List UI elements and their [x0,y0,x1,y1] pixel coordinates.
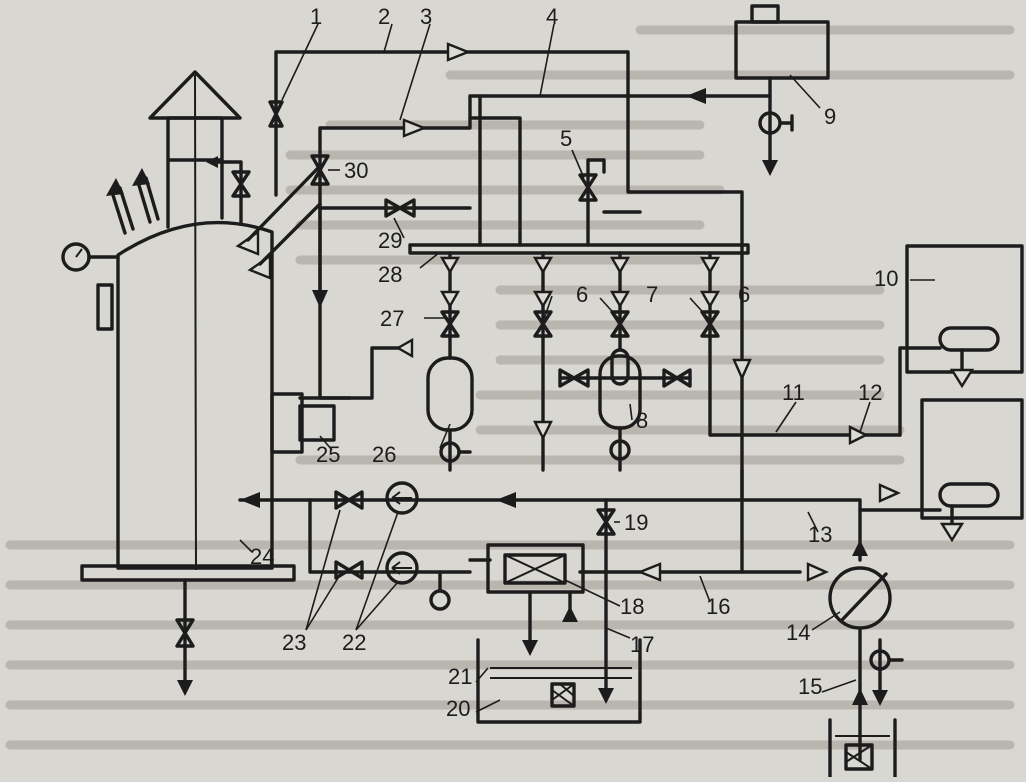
label-11: 11 [782,380,805,405]
label-4: 4 [546,4,558,29]
pump-14 [828,566,904,779]
valve-vent [231,170,251,198]
label-3: 3 [420,4,432,29]
valve-27 [440,310,460,338]
label-22: 22 [342,630,366,655]
label-14: 14 [786,620,810,645]
label-6b: 6 [738,282,750,307]
label-19: 19 [624,510,648,535]
valve-19 [596,508,616,536]
flow-arrows [177,42,901,706]
label-18: 18 [620,594,644,619]
valve-23a [334,490,364,510]
label-1: 1 [310,4,322,29]
valve-blowdown [175,618,195,648]
label-20: 20 [446,696,470,721]
valve-23b [334,560,364,580]
label-28: 28 [378,262,402,287]
label-21: 21 [448,664,472,689]
label-5: 5 [560,126,572,151]
label-16: 16 [706,594,730,619]
pumps-22-23 [385,481,451,611]
filter-18 [486,543,585,594]
leader-lines [239,23,935,713]
label-13: 13 [808,522,832,547]
valve-1 [268,100,284,128]
label-9: 9 [824,104,836,129]
label-25: 25 [316,442,340,467]
vessel-8 [598,348,642,472]
label-15: 15 [798,674,822,699]
label-26: 26 [372,442,396,467]
valve-8R [662,368,692,388]
valves [175,100,720,648]
label-10: 10 [874,266,898,291]
vessel-26 [426,356,474,472]
boiler-vessel [61,70,296,582]
label-23: 23 [282,630,306,655]
label-7: 7 [646,282,658,307]
label-30: 30 [344,158,368,183]
label-27: 27 [380,306,404,331]
valve-6b [700,310,720,338]
callout-labels: 1 2 3 4 5 6 7 6 8 9 10 11 12 13 14 15 16… [250,4,898,721]
label-17: 17 [630,632,654,657]
valve-29 [384,198,416,218]
valve-30 [310,154,330,186]
label-6a: 6 [576,282,588,307]
label-24: 24 [250,544,274,569]
label-8: 8 [636,408,648,433]
valve-8L [558,368,590,388]
tank-20-21 [476,638,642,724]
label-29: 29 [378,228,402,253]
tank-9 [734,4,830,176]
label-12: 12 [858,380,882,405]
consumer-panels [905,244,1024,543]
label-2: 2 [378,4,390,29]
valve-7 [610,310,630,338]
valve-5 [578,173,598,202]
